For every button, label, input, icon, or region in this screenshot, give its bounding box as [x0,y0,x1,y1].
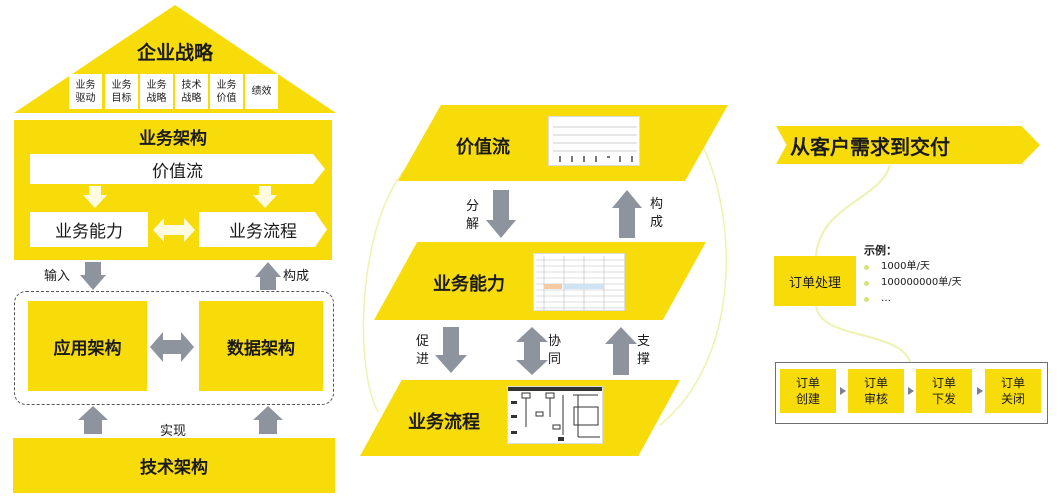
order-processing-box: 订单处理 [774,256,856,306]
bullet-icon [864,296,869,302]
customer-to-delivery-banner: 从客户需求到交付 [776,126,1040,164]
examples-title: 示例： [864,244,897,257]
gray-up-arrow-icon [253,406,283,434]
curve-order-to-steps [815,305,911,363]
collaborate-label: 协同 [548,334,562,367]
value-stream-bar: 价值流 [30,154,325,184]
step-order-close: 订单关闭 [985,369,1041,413]
order-steps-container [775,362,1048,424]
strategy-item: 绩效 [245,74,278,109]
capability-table-thumbnail [533,253,625,311]
strategy-item: 业务战略 [140,74,173,109]
gray-double-vertical-arrow-icon [516,327,548,375]
strategy-item: 业务价值 [210,74,243,109]
app-data-architecture-group [14,291,334,405]
bullet-icon [864,280,869,286]
example-item: 1000单/天 [864,259,962,275]
gray-down-arrow-icon [486,190,516,238]
decompose-label: 分解 [466,199,480,232]
gray-up-arrow-icon [255,262,281,290]
business-architecture-title: 业务架构 [139,129,207,149]
step-order-create: 订单创建 [780,369,836,413]
gray-down-arrow-icon [435,327,467,373]
strategy-item: 技术战略 [175,74,208,109]
business-capability-box: 业务能力 [30,212,148,247]
step-order-dispatch: 订单下发 [916,369,972,413]
arrow-right-icon [977,387,983,395]
enterprise-strategy-title: 企业战略 [136,42,213,64]
gray-double-arrow-icon [150,332,194,362]
white-down-arrow-icon [83,186,107,208]
data-architecture-box: 数据架构 [199,301,323,391]
example-item: … [864,291,962,307]
gray-up-arrow-icon [612,190,642,238]
arrow-right-icon [840,387,846,395]
value-stream-thumbnail [548,116,640,166]
curve-banner-to-order [815,164,891,257]
support-label: 支撑 [637,334,651,367]
examples-list: 示例： 1000单/天 100000000单/天 … [864,243,962,307]
promote-label: 促进 [416,334,430,367]
business-capability-label: 业务能力 [433,274,505,295]
realize-label: 实现 [160,424,187,439]
application-architecture-box: 应用架构 [28,301,147,391]
input-label: 输入 [44,269,71,284]
compose-label: 构成 [283,269,310,284]
compose-label: 构成 [650,197,664,230]
technology-architecture-box: 技术架构 [13,438,335,493]
gray-up-arrow-icon [78,406,108,434]
strategy-item: 业务驱动 [69,74,102,109]
example-item: 100000000单/天 [864,275,962,291]
value-stream-label: 价值流 [456,137,510,158]
bullet-icon [864,264,869,270]
business-process-label: 业务流程 [408,412,480,433]
step-order-review: 订单审核 [848,369,904,413]
white-double-arrow-icon [153,218,195,242]
white-down-arrow-icon [253,186,277,208]
curve-right-loop [659,139,728,426]
strategy-item: 业务目标 [105,74,138,109]
gray-up-arrow-icon [605,327,637,375]
business-process-box: 业务流程 [199,212,327,247]
process-flowchart-thumbnail [507,386,603,444]
arrow-right-icon [908,387,914,395]
gray-down-arrow-icon [80,262,106,290]
